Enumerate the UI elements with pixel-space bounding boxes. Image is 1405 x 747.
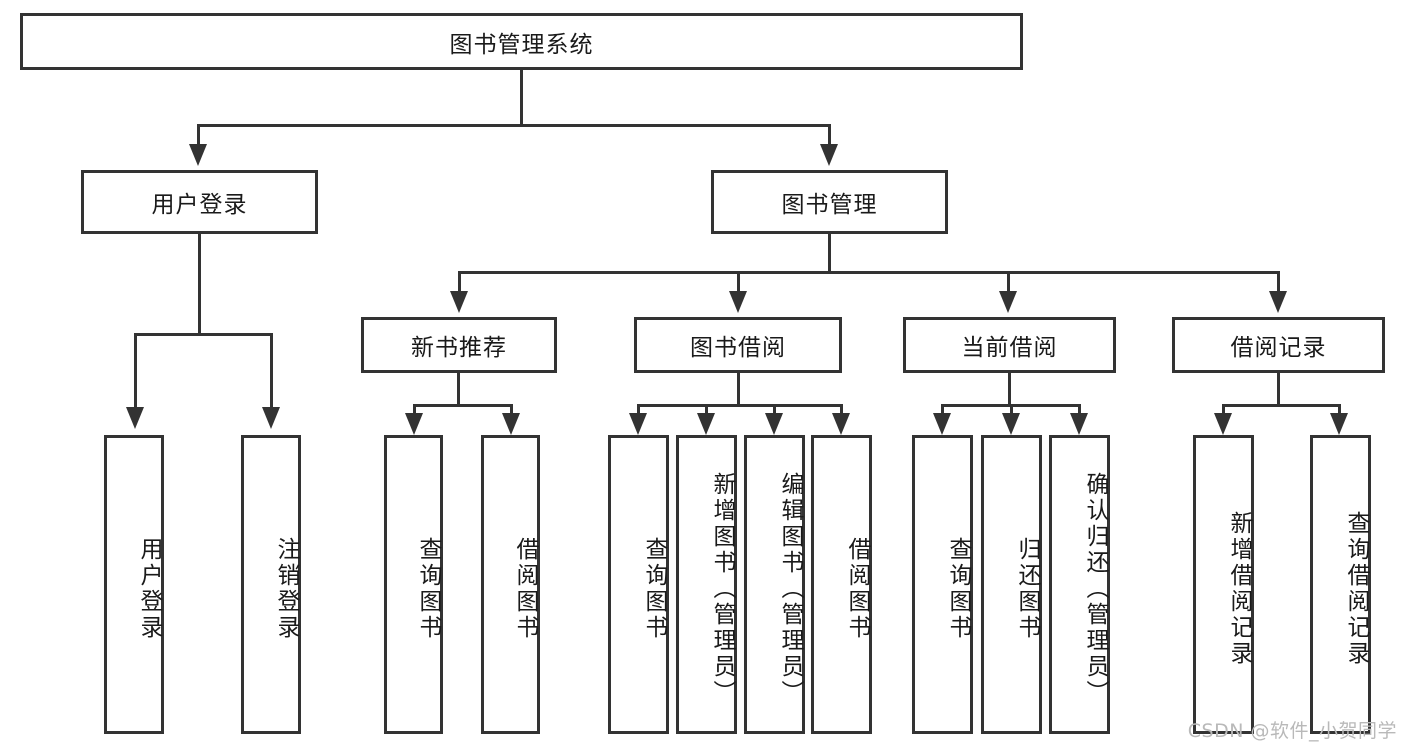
node-borrow-records[interactable]: 借阅记录: [1172, 317, 1385, 373]
node-label: 当前借阅: [961, 335, 1058, 361]
arrow-to-user-login: [189, 144, 207, 166]
node-root-book-management-system[interactable]: 图书管理系统: [20, 13, 1023, 70]
watermark: CSDN @软件_小贺同学: [1187, 720, 1397, 742]
leaf-bb-add-book[interactable]: 新增图书（管理员）: [676, 435, 737, 734]
arrow-to-bb-query-book: [629, 413, 647, 435]
edge-drop-nb-query: [413, 404, 416, 418]
arrow-to-br-query-record: [1330, 413, 1348, 435]
edge-drop-bb-borrow: [840, 404, 843, 418]
arrow-to-br-add-record: [1214, 413, 1232, 435]
leaf-bb-query-book[interactable]: 查询图书: [608, 435, 669, 734]
edge-drop-leaf-user-login: [134, 333, 137, 409]
edge-drop-nb-borrow: [510, 404, 513, 418]
edge-drop-bb-add: [705, 404, 708, 418]
node-label: 借阅图书: [512, 536, 538, 641]
arrow-to-new-book-recommend: [450, 291, 468, 313]
edge-book-borrow-bus: [637, 404, 843, 407]
arrow-to-nb-borrow-book: [502, 413, 520, 435]
edge-root-bus: [197, 124, 831, 127]
leaf-cb-return-book[interactable]: 归还图书: [981, 435, 1042, 734]
arrow-to-leaf-logout: [262, 407, 280, 429]
arrow-to-borrow-records: [1269, 291, 1287, 313]
node-label: 归还图书: [1014, 536, 1040, 641]
node-label: 图书借阅: [690, 335, 786, 361]
leaf-br-query-record[interactable]: 查询借阅记录: [1310, 435, 1371, 734]
arrow-to-cb-confirm-return: [1070, 413, 1088, 435]
node-label: 查询借阅记录: [1343, 510, 1369, 667]
edge-drop-br-add: [1222, 404, 1225, 418]
edge-drop-new-book: [458, 271, 461, 293]
leaf-bb-edit-book[interactable]: 编辑图书（管理员）: [744, 435, 805, 734]
node-label: 新增图书（管理员）: [709, 471, 735, 706]
edge-user-login-stem: [198, 234, 201, 335]
edge-book-borrow-stem: [737, 373, 740, 406]
edge-current-borrow-stem: [1008, 373, 1011, 406]
arrow-to-leaf-user-login: [126, 407, 144, 429]
leaf-user-login[interactable]: 用户登录: [104, 435, 164, 734]
leaf-cb-query-book[interactable]: 查询图书: [912, 435, 973, 734]
edge-drop-br-query: [1338, 404, 1341, 418]
leaf-nb-query-book[interactable]: 查询图书: [384, 435, 443, 734]
edge-drop-bb-query: [637, 404, 640, 418]
leaf-nb-borrow-book[interactable]: 借阅图书: [481, 435, 540, 734]
edge-new-book-bus: [413, 404, 513, 407]
leaf-cb-confirm-return[interactable]: 确认归还（管理员）: [1049, 435, 1110, 734]
node-label: 用户登录: [151, 192, 248, 218]
node-label: 确认归还（管理员）: [1082, 471, 1108, 706]
arrow-to-bb-edit-book: [765, 413, 783, 435]
leaf-logout[interactable]: 注销登录: [241, 435, 301, 734]
node-label: 查询图书: [945, 536, 971, 641]
node-label: 图书管理: [781, 192, 878, 218]
edge-root-stem: [520, 70, 523, 126]
node-label: 查询图书: [415, 536, 441, 641]
arrow-to-current-borrow: [999, 291, 1017, 313]
edge-borrow-records-bus: [1222, 404, 1341, 407]
edge-drop-book-management: [828, 124, 831, 146]
node-label: 用户登录: [136, 536, 162, 641]
edge-borrow-records-stem: [1277, 373, 1280, 406]
arrow-to-nb-query-book: [405, 413, 423, 435]
edge-drop-leaf-logout: [270, 333, 273, 409]
node-label: 查询图书: [641, 536, 667, 641]
node-user-login[interactable]: 用户登录: [81, 170, 318, 234]
edge-drop-book-borrow: [737, 271, 740, 293]
arrow-to-bb-add-book: [697, 413, 715, 435]
edge-drop-bb-edit: [773, 404, 776, 418]
arrow-to-cb-query-book: [933, 413, 951, 435]
edge-drop-cb-query: [941, 404, 944, 418]
edge-new-book-stem: [457, 373, 460, 406]
arrow-to-book-management: [820, 144, 838, 166]
edge-level3-bus: [458, 271, 1280, 274]
leaf-bb-borrow-book[interactable]: 借阅图书: [811, 435, 872, 734]
arrow-to-bb-borrow-book: [832, 413, 850, 435]
edge-book-management-stem: [828, 234, 831, 274]
arrow-to-book-borrow: [729, 291, 747, 313]
edge-drop-user-login: [197, 124, 200, 146]
edge-user-login-bus: [134, 333, 273, 336]
node-label: 编辑图书（管理员）: [777, 471, 803, 706]
node-label: 注销登录: [273, 536, 299, 641]
leaf-br-add-record[interactable]: 新增借阅记录: [1193, 435, 1254, 734]
node-label: 新增借阅记录: [1226, 510, 1252, 667]
node-book-management[interactable]: 图书管理: [711, 170, 948, 234]
node-label: 借阅图书: [844, 536, 870, 641]
node-new-book-recommend[interactable]: 新书推荐: [361, 317, 557, 373]
node-label: 借阅记录: [1230, 335, 1327, 361]
edge-drop-cb-confirm: [1078, 404, 1081, 418]
node-label: 新书推荐: [411, 335, 507, 361]
edge-drop-cb-return: [1010, 404, 1013, 418]
arrow-to-cb-return-book: [1002, 413, 1020, 435]
node-label: 图书管理系统: [449, 31, 594, 58]
node-book-borrow[interactable]: 图书借阅: [634, 317, 842, 373]
edge-drop-current-borrow: [1007, 271, 1010, 293]
edge-drop-borrow-records: [1277, 271, 1280, 293]
node-current-borrow[interactable]: 当前借阅: [903, 317, 1116, 373]
